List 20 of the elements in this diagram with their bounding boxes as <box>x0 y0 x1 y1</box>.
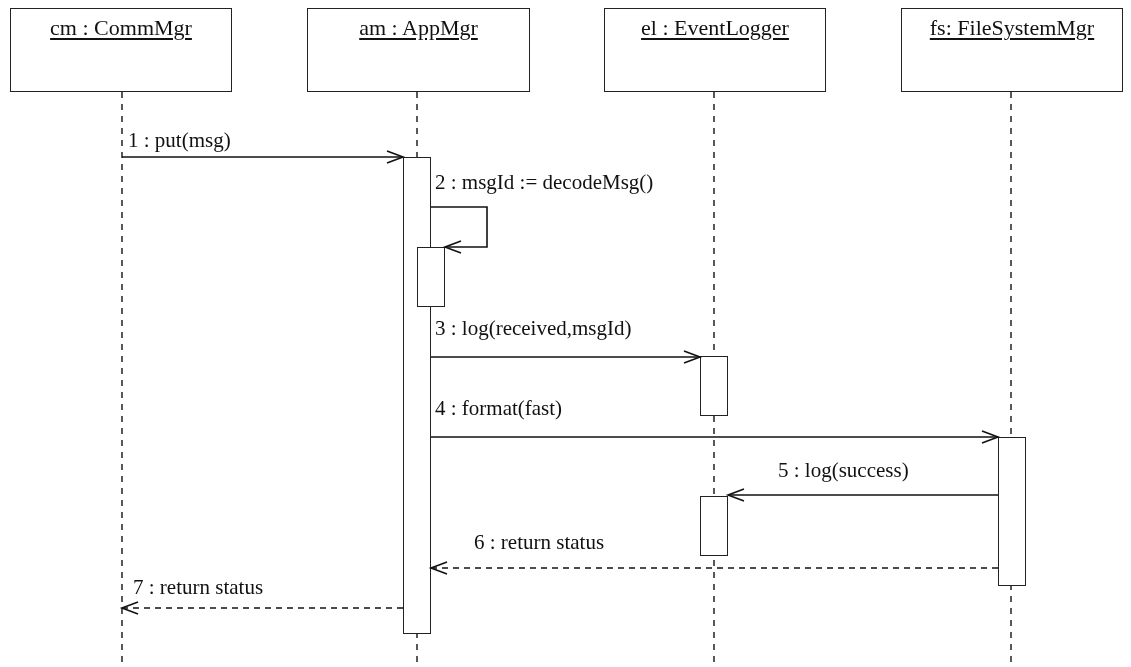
object-name: el : EventLogger <box>640 15 790 41</box>
activation-bar <box>700 356 728 416</box>
message-arrow <box>727 488 999 502</box>
lifeline-header-box <box>307 8 530 92</box>
message-arrow <box>121 150 404 164</box>
activation-bar <box>403 157 431 634</box>
lifeline-header-box <box>604 8 826 92</box>
message-arrow <box>430 206 488 254</box>
return-message-arrow <box>430 561 999 575</box>
object-name: cm : CommMgr <box>49 15 193 41</box>
lifeline-header-box <box>10 8 232 92</box>
return-message-arrow <box>121 601 404 615</box>
lifeline-header-box <box>901 8 1123 92</box>
message-arrow <box>430 430 999 444</box>
message-arrow <box>430 350 701 364</box>
activation-bar <box>998 437 1026 586</box>
object-name: fs: FileSystemMgr <box>928 15 1096 41</box>
activation-bar <box>417 247 445 307</box>
activation-bar <box>700 496 728 556</box>
object-name: am : AppMgr <box>358 15 479 41</box>
